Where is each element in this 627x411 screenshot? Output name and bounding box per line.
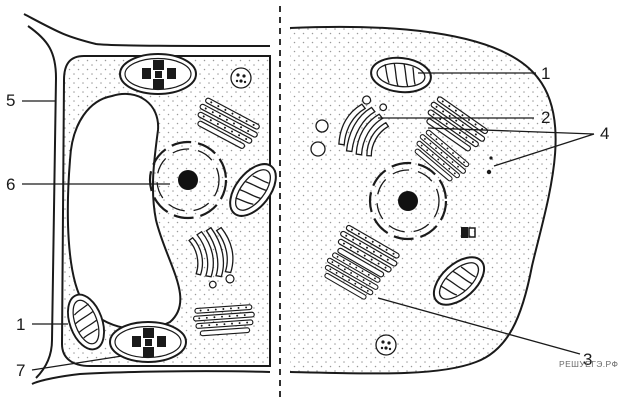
animal-cell xyxy=(290,27,556,374)
label-2: 2 xyxy=(541,108,550,127)
animal-vesicle xyxy=(376,335,396,355)
watermark: РЕШУЕГЭ.РФ xyxy=(559,359,618,369)
plant-vesicle xyxy=(231,68,251,88)
animal-golgi-vesicle-b xyxy=(311,142,325,156)
label-5: 5 xyxy=(6,91,15,110)
plant-cell xyxy=(24,14,285,384)
animal-golgi-vesicle-a xyxy=(316,120,328,132)
label-1-left: 1 xyxy=(16,315,25,334)
ribosome-dot-b xyxy=(489,156,492,159)
plant-cell-wall-inner-edge xyxy=(28,26,56,378)
label-4: 4 xyxy=(600,124,609,143)
label-1-right: 1 xyxy=(541,64,550,83)
label-7: 7 xyxy=(16,361,25,380)
label-6: 6 xyxy=(6,175,15,194)
ribosome-dot-a xyxy=(487,170,491,174)
chloroplast-top xyxy=(120,54,196,94)
